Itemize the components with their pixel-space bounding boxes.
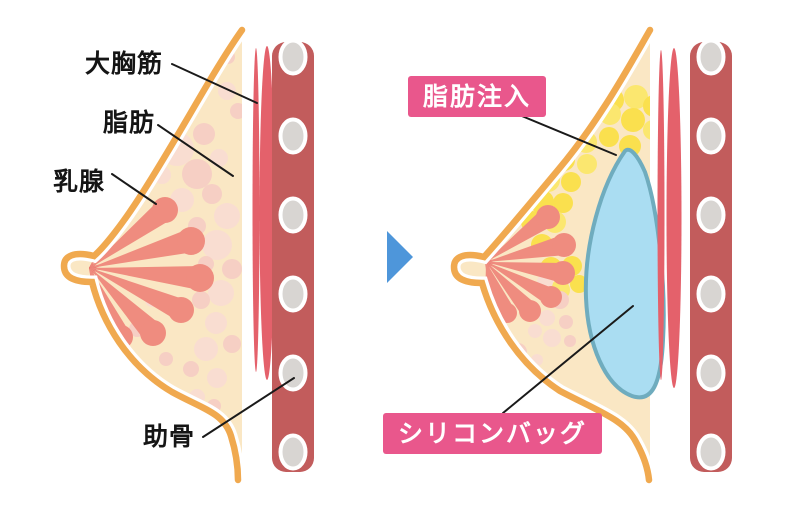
label-mammary-gland: 乳腺 xyxy=(53,167,106,196)
left-leader-lines xyxy=(111,63,295,438)
leader-line-silicone-bag xyxy=(502,305,634,414)
left-rib-bones xyxy=(278,38,308,471)
leader-line-mammary-gland xyxy=(111,173,157,205)
leader-line-pectoral-muscle xyxy=(171,63,258,104)
right-pectoral-muscle xyxy=(657,48,682,388)
transform-arrow-icon xyxy=(387,231,413,283)
label-rib: 助骨 xyxy=(143,422,196,451)
leader-line-fat-injection xyxy=(516,113,617,156)
silicone-bag-badge: シリコンバッグ xyxy=(383,413,603,454)
silicone-implant xyxy=(583,147,666,400)
leader-line-fat xyxy=(157,124,234,177)
right-rib-bones xyxy=(696,38,726,471)
right-leader-lines xyxy=(502,113,634,414)
label-fat: 脂肪 xyxy=(103,108,156,137)
leader-line-rib xyxy=(202,377,295,438)
left-skin-outline xyxy=(60,26,246,484)
right-rib-column xyxy=(690,38,732,472)
right-skin-outline xyxy=(450,26,654,484)
label-pectoral-muscle: 大胸筋 xyxy=(85,49,164,78)
left-pectoral-muscle xyxy=(252,46,275,380)
left-panel-illustration xyxy=(57,23,314,487)
left-rib-column xyxy=(272,38,314,472)
fat-injection-badge: 脂肪注入 xyxy=(408,76,547,117)
